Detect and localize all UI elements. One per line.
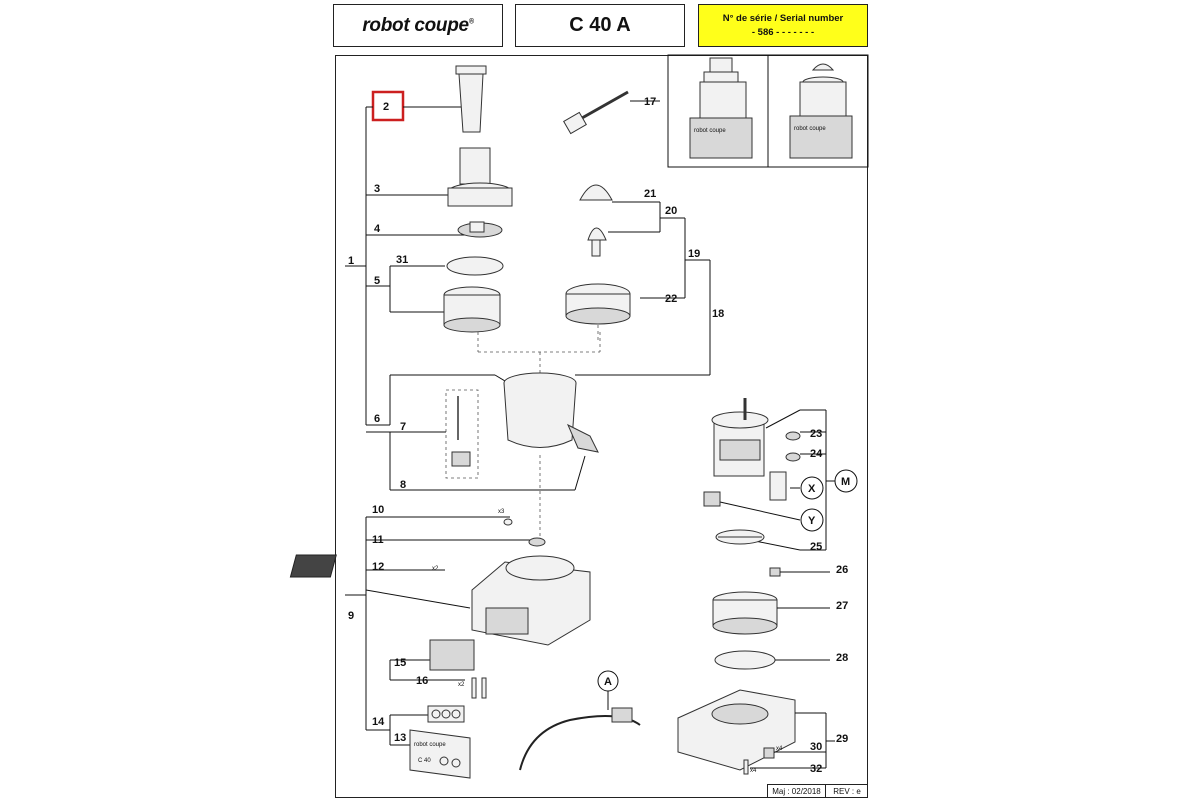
- part-32-screw: [743, 759, 749, 775]
- callout-m: M: [841, 476, 850, 488]
- callout-15: 15: [394, 657, 406, 669]
- part-17-spatula: [563, 90, 660, 135]
- diagram-frame: [335, 55, 868, 798]
- part-y-thermal-switch: [703, 491, 721, 507]
- part-28-gasket: [714, 650, 776, 670]
- part-24-bearing: [785, 452, 801, 462]
- part-22-juicer-bowl: [565, 283, 631, 325]
- motor-base-housing: [471, 555, 591, 646]
- serial-title: N° de série / Serial number: [722, 12, 844, 24]
- highlight-box: [371, 90, 405, 122]
- part-12-grille: [289, 554, 337, 578]
- callout-27: 27: [836, 600, 848, 612]
- power-cable: [519, 715, 641, 771]
- plate-model: C 40: [418, 758, 431, 764]
- part-27-motor-support: [712, 591, 778, 635]
- thumb-brand-1: robot coupe: [694, 128, 726, 134]
- callout-20: 20: [665, 205, 677, 217]
- part-3-lid: [447, 147, 513, 207]
- callout-2: 2: [383, 101, 389, 113]
- revision: REV : e: [825, 784, 868, 797]
- part-15-switch-block: [429, 639, 475, 671]
- callout-y-circle: [800, 508, 824, 532]
- callout-12: 12: [372, 561, 384, 573]
- callout-25: 25: [810, 541, 822, 553]
- callout-a: A: [604, 676, 612, 688]
- model-title: C 40 A: [515, 4, 685, 47]
- callout-32: 32: [810, 763, 822, 775]
- callout-13: 13: [394, 732, 406, 744]
- part-10-foot: [503, 518, 513, 526]
- thumb-brand-2: robot coupe: [794, 126, 826, 132]
- part-13-front-plate: robot coupe C 40: [409, 729, 471, 779]
- callout-5: 5: [374, 275, 380, 287]
- machine-thumb-juicer: robot coupe: [789, 63, 853, 159]
- callout-24: 24: [810, 448, 823, 460]
- registered-mark: ®: [468, 18, 474, 26]
- callout-16: 16: [416, 675, 428, 687]
- part-21-cone-large: [579, 184, 613, 201]
- part-4-blade-disc: [457, 221, 503, 238]
- callout-21: 21: [644, 188, 656, 200]
- callout-9: 9: [348, 610, 354, 622]
- callout-11: 11: [372, 534, 384, 546]
- machine-thumb-veg-prep: robot coupe: [689, 57, 753, 159]
- qty-30: x4: [776, 746, 783, 752]
- callout-23: 23: [810, 428, 822, 440]
- qty-10: x3: [498, 509, 505, 515]
- part-2-pusher: [455, 65, 487, 133]
- callout-31: 31: [396, 254, 408, 266]
- part-16-screw-b: [481, 677, 487, 699]
- qty-16: x2: [458, 682, 465, 688]
- serial-box: N° de série / Serial number - 586 - - - …: [698, 4, 868, 47]
- callout-8: 8: [400, 479, 406, 491]
- brand-logo: robot coupe®: [333, 4, 503, 47]
- part-29-base: [677, 689, 796, 771]
- callout-19: 19: [688, 248, 700, 260]
- part-31-ring: [446, 256, 504, 276]
- part-6-bowl: [503, 372, 599, 453]
- part-21-cone-small: [587, 227, 607, 257]
- callout-y: Y: [808, 515, 816, 527]
- callout-m-circle: [834, 469, 858, 493]
- callout-3: 3: [374, 183, 380, 195]
- callout-26: 26: [836, 564, 848, 576]
- callout-x-circle: [800, 476, 824, 500]
- callout-22: 22: [665, 293, 677, 305]
- callout-4: 4: [374, 223, 381, 235]
- part-26-clip: [769, 567, 781, 577]
- callout-14: 14: [372, 716, 385, 728]
- part-x-capacitor: [769, 471, 787, 501]
- callout-17: 17: [644, 96, 656, 108]
- part-23-bearing: [785, 431, 801, 441]
- callout-x: X: [808, 483, 816, 495]
- brand-name: robot coupe: [362, 14, 469, 36]
- maj-date: Maj : 02/2018: [767, 784, 825, 797]
- part-25-fan: [715, 529, 765, 545]
- callout-29: 29: [836, 733, 848, 745]
- serial-value: - 586 - - - - - - -: [751, 26, 815, 38]
- callout-30: 30: [810, 741, 822, 753]
- callout-6: 6: [374, 413, 380, 425]
- callout-28: 28: [836, 652, 848, 664]
- callout-7: 7: [400, 421, 406, 433]
- motor-assembly: [711, 398, 769, 477]
- part-11-seal: [528, 537, 546, 547]
- part-5-basket: [443, 286, 501, 333]
- qty-32: x4: [750, 768, 757, 774]
- qty-12: x2: [432, 566, 439, 572]
- callout-10: 10: [372, 504, 384, 516]
- callout-1: 1: [348, 255, 354, 267]
- part-30-foot: [763, 747, 775, 759]
- plate-brand: robot coupe: [414, 742, 446, 748]
- part-16-screw-a: [471, 677, 477, 699]
- callout-18: 18: [712, 308, 724, 320]
